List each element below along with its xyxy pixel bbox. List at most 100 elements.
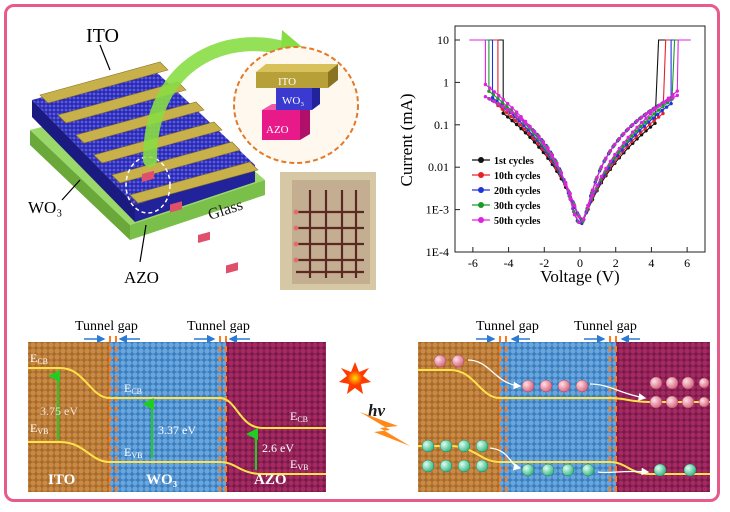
chart-data-point	[586, 203, 590, 208]
chart-x-tick-label: -4	[504, 256, 514, 270]
chart-data-point	[537, 134, 541, 139]
chart-data-point	[568, 197, 572, 201]
chart-data-point	[633, 133, 638, 137]
chart-data-point	[514, 118, 518, 123]
chart-data-point	[671, 92, 675, 97]
chart-x-tick-label: -2	[539, 256, 549, 270]
stack-zoom: ITO WO₃ AZO	[233, 46, 359, 164]
chart-data-point	[653, 121, 657, 126]
chart-data-point	[519, 126, 523, 131]
conduction-band-line	[28, 367, 326, 429]
chart-data-point	[647, 116, 652, 120]
chart-data-point	[518, 123, 522, 127]
chart-x-tick-label: 6	[684, 256, 690, 270]
chart-data-point	[506, 107, 510, 112]
chart-data-point	[604, 166, 608, 171]
chart-data-point	[634, 129, 638, 133]
chart-data-point	[656, 112, 660, 117]
ito-evb-label: EVB	[30, 421, 48, 436]
wo3-layer-top	[32, 66, 255, 205]
chart-data-point	[519, 115, 523, 119]
chart-data-point	[652, 119, 656, 123]
chart-data-point	[497, 102, 501, 106]
chart-data-point	[510, 110, 514, 115]
sun-icon	[339, 362, 371, 394]
valence-band-line	[28, 441, 326, 475]
chart-data-point	[661, 111, 665, 116]
ito-gap-value: 3.75 eV	[40, 404, 78, 418]
chart-data-point	[559, 171, 563, 175]
figure-border	[4, 4, 720, 502]
chart-data-point	[514, 114, 519, 118]
chart-data-point	[590, 193, 595, 198]
chart-data-point	[506, 101, 510, 106]
chart-data-point	[491, 93, 496, 97]
chart-data-point	[675, 93, 679, 98]
chart-data-point	[506, 115, 510, 119]
chart-data-point	[631, 123, 635, 127]
photo-grid-lines	[296, 190, 364, 278]
chart-x-tick-label: 0	[577, 256, 583, 270]
chart-data-point	[647, 120, 651, 124]
chart-data-point	[577, 220, 581, 224]
zoom-arrow	[143, 37, 297, 167]
carrier-transfer-arrows	[467, 359, 650, 476]
chart-data-point	[501, 97, 505, 102]
chart-x-tick-label: 2	[613, 256, 619, 270]
hole-carriers	[421, 439, 697, 477]
chart-data-point	[643, 120, 647, 124]
chart-data-point	[505, 111, 509, 115]
stack-wo3-block	[276, 88, 312, 110]
chart-legend-marker	[478, 217, 484, 223]
chart-data-point	[626, 127, 630, 131]
stack-ito-text: ITO	[278, 76, 296, 88]
chart-data-point	[622, 141, 626, 145]
chart-data-point	[523, 131, 528, 135]
chart-data-point	[590, 188, 595, 192]
wo3-region-name: WO₃	[146, 472, 178, 488]
conduction-band-line-2	[418, 369, 710, 403]
azo-region-name: AZO	[254, 472, 287, 488]
chart-data-point	[501, 111, 505, 116]
chart-data-point	[497, 93, 501, 98]
chart-y-tick-label: 1E-3	[426, 203, 449, 217]
chart-data-point	[608, 159, 613, 163]
chart-data-point	[501, 105, 505, 109]
chart-data-point	[635, 125, 639, 129]
stack-wo3-text: WO₃	[282, 95, 304, 107]
chart-y-axis-label: Current (mA)	[397, 93, 416, 186]
chart-legend-label: 50th cycles	[494, 216, 540, 227]
chart-data-point	[635, 119, 639, 123]
stack-azo-text: AZO	[266, 124, 289, 136]
azo-pads	[142, 170, 238, 274]
stack-azo-block	[262, 110, 300, 140]
chart-data-point	[490, 96, 495, 100]
chart-data-point	[652, 112, 656, 116]
chart-data-point	[644, 112, 648, 116]
chart-data-point	[626, 135, 630, 139]
chart-data-point	[528, 125, 532, 129]
glass-side-left	[30, 130, 130, 240]
chart-data-point	[622, 131, 626, 136]
chart-data-point	[492, 99, 496, 104]
chart-data-point	[541, 140, 546, 144]
chart-data-point	[532, 130, 537, 134]
chart-data-point	[661, 104, 665, 109]
chart-x-tick-label: 4	[648, 256, 654, 270]
chart-data-point	[604, 156, 608, 160]
chart-data-point	[572, 203, 577, 208]
tunnel-gap-label-1: Tunnel gap	[75, 319, 138, 334]
chart-data-point	[564, 183, 568, 187]
chart-data-point	[568, 191, 572, 196]
chart-data-point	[651, 116, 655, 120]
chart-data-point	[492, 90, 496, 94]
wo3-gap-value: 3.37 eV	[158, 423, 196, 437]
wo3-region	[110, 342, 226, 492]
chart-data-point	[488, 86, 492, 90]
chart-data-point	[510, 118, 514, 123]
chart-data-point	[488, 97, 492, 101]
chart-data-point	[581, 217, 586, 221]
azo-gap-value: 2.6 eV	[262, 441, 294, 455]
chart-data-point	[496, 96, 500, 101]
